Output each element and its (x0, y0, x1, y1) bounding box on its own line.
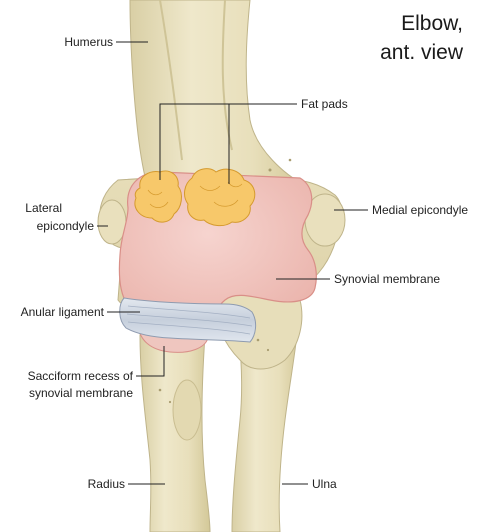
humerus-ridge (159, 0, 183, 161)
label-humerus: Humerus (64, 35, 113, 49)
lateral-epicondyle-bone (97, 199, 127, 245)
fat-pad-medial (184, 168, 256, 227)
radial-tuberosity (172, 379, 202, 441)
label-lateral-epicondyle-line-1: Lateral (25, 201, 62, 215)
humerus-ridge-2 (221, 0, 233, 151)
label-sacciform-recess-line-2: synovial membrane (29, 386, 133, 400)
radius-bone (139, 334, 211, 532)
label-medial-epicondyle: Medial epicondyle (372, 203, 468, 217)
label-radius: Radius (88, 477, 125, 491)
humerus-bone (129, 0, 307, 201)
label-anular-ligament: Anular ligament (21, 305, 105, 319)
label-fat-pads: Fat pads (301, 97, 348, 111)
anular-ligament (119, 297, 257, 343)
label-lateral-epicondyle-line-2: epicondyle (37, 219, 95, 233)
label-sacciform-recess-line-1: Sacciform recess of (28, 369, 134, 383)
diagram-title-line-2: ant. view (380, 41, 464, 64)
fat-pads (134, 168, 256, 227)
anular-ligament-fibers (126, 305, 253, 335)
label-ulna: Ulna (312, 477, 337, 491)
bone-texture-dots (158, 158, 292, 404)
diagram-title-line-1: Elbow, (401, 12, 463, 35)
leader-lines (97, 41, 368, 485)
label-synovial-membrane: Synovial membrane (334, 272, 440, 286)
